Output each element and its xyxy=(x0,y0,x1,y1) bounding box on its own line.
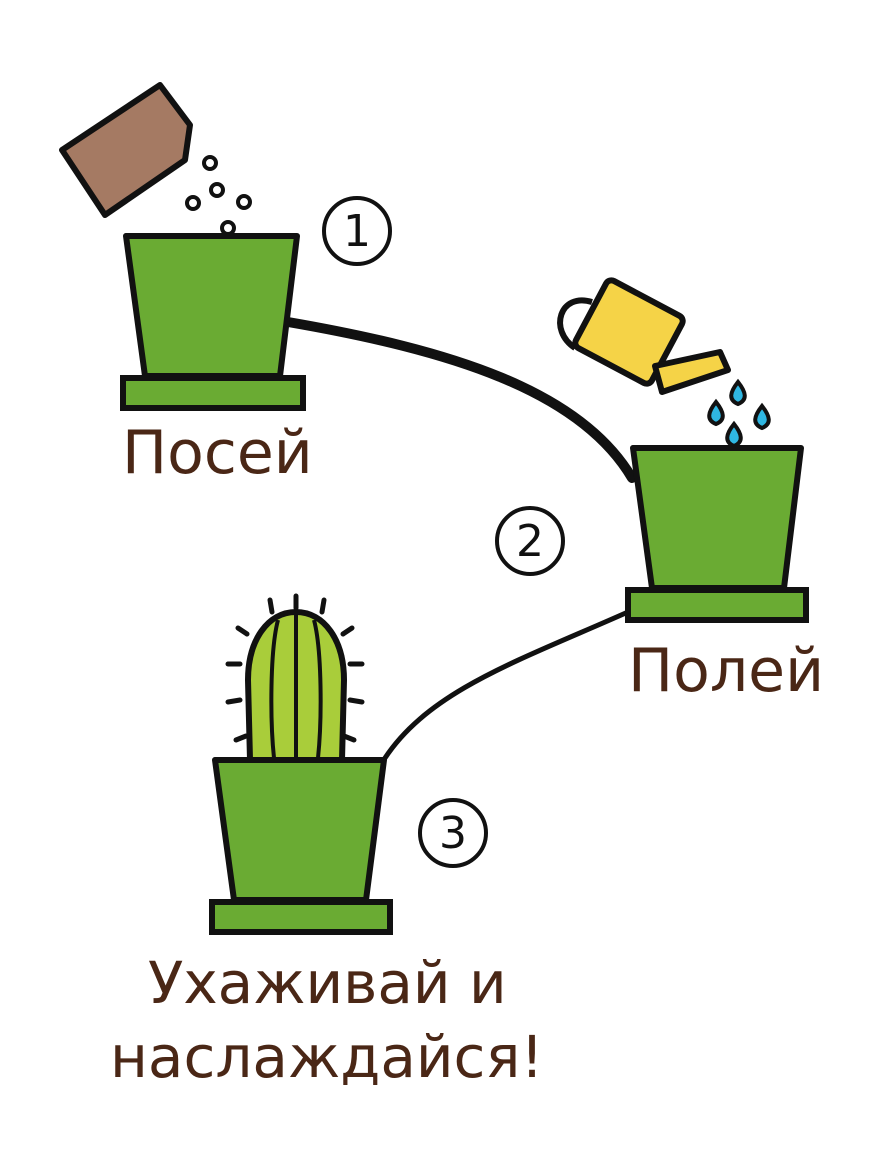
connector-2-3 xyxy=(382,609,631,761)
step-3-label-line2: наслаждайся! xyxy=(110,1023,544,1091)
step-1-number: 1 xyxy=(322,196,392,266)
cactus-icon xyxy=(225,593,365,763)
pot-1-icon xyxy=(120,233,306,411)
step-2-label: Полей xyxy=(628,636,825,706)
step-2-number: 2 xyxy=(495,506,565,576)
step-3-label-line1: Ухаживай и xyxy=(148,949,507,1017)
connector-1-2 xyxy=(283,317,637,483)
pot-2-icon xyxy=(625,445,809,623)
step-1-label: Посей xyxy=(122,418,313,488)
seed-packet-icon xyxy=(59,82,193,218)
step-3-number: 3 xyxy=(418,798,488,868)
watering-can-icon xyxy=(557,277,731,395)
seeds-icon xyxy=(185,155,252,236)
water-drops-icon xyxy=(707,378,771,449)
pot-3-icon xyxy=(209,757,393,935)
